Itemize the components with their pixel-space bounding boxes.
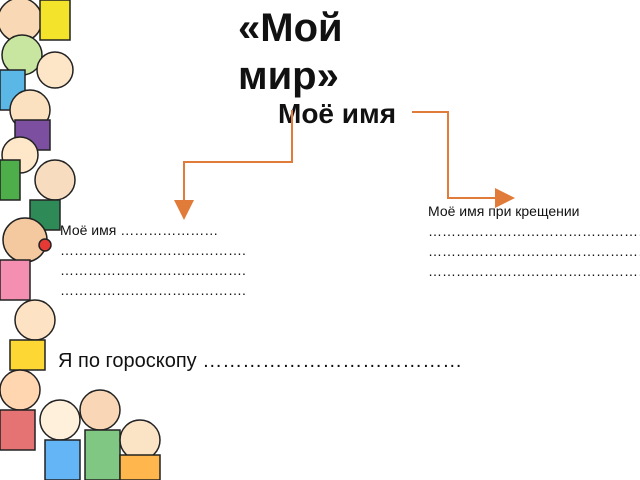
baptism-name-line: Моё имя при крещении [428,203,580,219]
baptism-name-line: ………………………………………… [428,223,640,239]
slide-subtitle: Моё имя [278,98,397,129]
given-name-line: …………………………………. [60,262,246,278]
given-name-block: Моё имя ………………… …………………………………. ………………………… [60,220,270,300]
horoscope-line: Я по гороскопу ………………………………… [58,350,463,372]
slide-title: «Мой мир» [238,6,343,98]
arrow-left [174,110,293,220]
given-name-line: …………………………………. [60,242,246,258]
baptism-name-line: ………………………………………… [428,263,640,279]
cartoon-children-border-icon [0,0,161,480]
given-name-line: Моё имя ………………… [60,222,219,238]
baptism-name-line: ………………………………………… [428,243,640,259]
baptism-name-block: Моё имя при крещении ………………………………………… ……… [428,201,640,281]
given-name-line: …………………………………. [60,282,246,298]
